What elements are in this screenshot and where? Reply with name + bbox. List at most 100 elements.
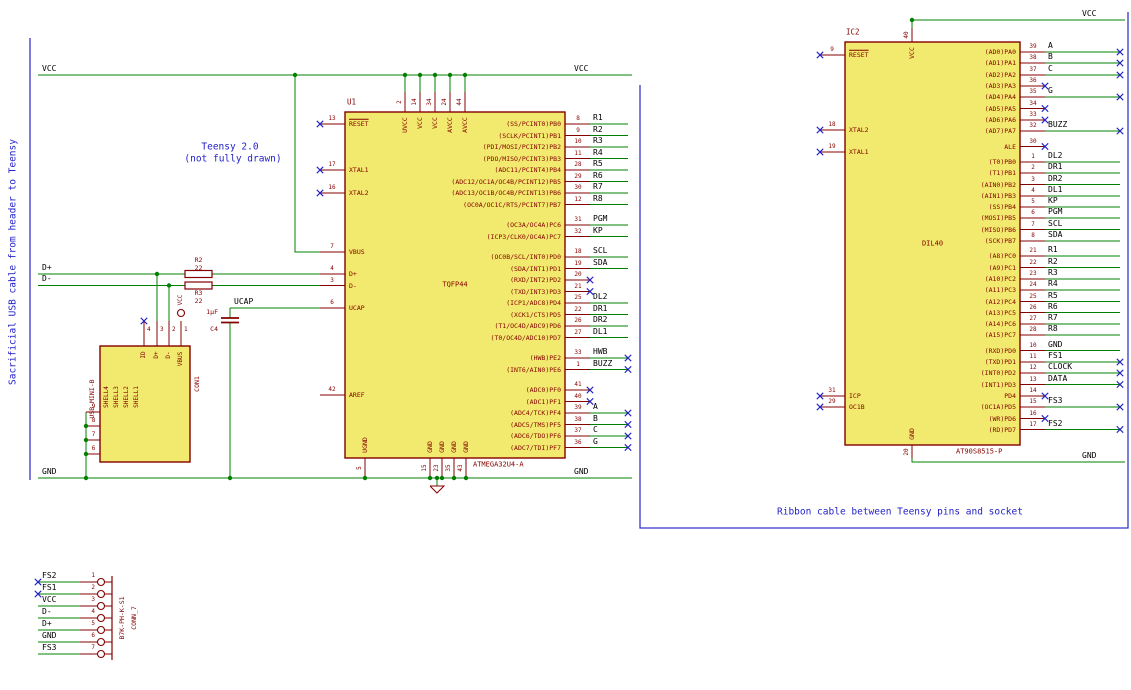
reference-CON1[interactable]: CON1	[192, 376, 201, 392]
pin-number: 8	[91, 417, 96, 424]
net-label-KP[interactable]: KP	[593, 225, 603, 235]
net-label-DL1[interactable]: DL1	[1048, 185, 1063, 194]
net-label-D-[interactable]: D-	[42, 274, 52, 283]
net-label-R7[interactable]: R7	[1048, 313, 1058, 322]
net-label-DL2[interactable]: DL2	[593, 292, 608, 301]
net-label-VCC[interactable]: VCC	[42, 63, 57, 73]
value-U1[interactable]: ATMEGA32U4-A	[473, 460, 524, 469]
net-label-FS1[interactable]: FS1	[1048, 351, 1063, 360]
net-label-G[interactable]: G	[593, 436, 598, 446]
reference-CONN_7[interactable]: CONN_7	[129, 606, 138, 630]
note-teensy-line1[interactable]: Teensy 2.0	[201, 141, 259, 153]
pin-name: (PDO/MISO/PCINT3)PB3	[482, 154, 561, 163]
value-CONN_7[interactable]: B7K-PH-K-S1	[117, 596, 126, 640]
net-label-GND[interactable]: GND	[42, 631, 57, 640]
net-label-A[interactable]: A	[1048, 41, 1053, 50]
value-R2[interactable]: 22	[194, 263, 203, 272]
pin-name: (AD1)PA1	[984, 58, 1016, 67]
pin-name: (HWB)PE2	[529, 353, 561, 362]
net-label-A[interactable]: A	[593, 402, 598, 411]
net-label-G[interactable]: G	[1048, 86, 1053, 95]
net-label-C[interactable]: C	[593, 425, 598, 434]
net-label-B[interactable]: B	[593, 413, 598, 423]
net-label-BUZZ[interactable]: BUZZ	[1048, 120, 1068, 129]
net-label-DR1[interactable]: DR1	[1048, 162, 1063, 171]
net-label-DR1[interactable]: DR1	[593, 303, 608, 313]
net-label-HWB[interactable]: HWB	[593, 347, 608, 356]
value-C4[interactable]: 1µF	[206, 307, 218, 316]
value-R3[interactable]: 22	[194, 296, 203, 305]
net-label-D+[interactable]: D+	[42, 262, 52, 272]
net-label-R1[interactable]: R1	[593, 113, 603, 122]
net-label-FS3[interactable]: FS3	[42, 643, 57, 652]
footprint-label-U1[interactable]: TQFP44	[442, 280, 468, 289]
net-label-VCC[interactable]: VCC	[42, 595, 57, 604]
net-label-R2[interactable]: R2	[1048, 256, 1058, 266]
value-CON1[interactable]: USB-MINI-B	[87, 379, 96, 419]
net-label-KP[interactable]: KP	[1048, 196, 1058, 205]
net-label-R5[interactable]: R5	[593, 159, 603, 168]
reference-IC2[interactable]: IC2	[846, 27, 860, 37]
net-label-GND[interactable]: GND	[1048, 339, 1063, 349]
net-label-R4[interactable]: R4	[1048, 279, 1058, 288]
footprint-label-IC2[interactable]: DIL40	[921, 239, 944, 247]
net-label-FS1[interactable]: FS1	[42, 583, 57, 592]
power-label-VCC[interactable]: VCC	[177, 294, 184, 306]
net-label-PGM[interactable]: PGM	[1048, 207, 1063, 216]
reference-R2[interactable]: R2	[194, 255, 203, 264]
net-label-DR2[interactable]: DR2	[593, 315, 608, 324]
net-label-DATA[interactable]: DATA	[1048, 373, 1068, 383]
net-label-B[interactable]: B	[1048, 52, 1053, 61]
net-label-DL2[interactable]: DL2	[1048, 151, 1063, 160]
net-label-VCC[interactable]: VCC	[574, 63, 589, 73]
note-ribbon-cable[interactable]: Ribbon cable between Teensy pins and soc…	[777, 506, 1023, 518]
pin-number: 6	[1031, 209, 1035, 216]
net-label-R7[interactable]: R7	[593, 182, 603, 191]
net-label-R3[interactable]: R3	[593, 136, 603, 145]
net-label-R1[interactable]: R1	[1048, 245, 1058, 254]
net-label-R6[interactable]: R6	[1048, 301, 1058, 311]
graphic-frame-line[interactable]	[639, 12, 1129, 529]
component-body-ic2[interactable]	[844, 41, 1021, 446]
net-label-D-[interactable]: D-	[42, 607, 52, 616]
net-label-R3[interactable]: R3	[1048, 268, 1058, 277]
component-body-u1[interactable]	[344, 111, 566, 459]
net-label-FS2[interactable]: FS2	[1048, 418, 1063, 428]
net-label-R5[interactable]: R5	[1048, 290, 1058, 300]
note-usb-cable[interactable]: Sacrificial USB cable from header to Tee…	[7, 139, 19, 385]
value-IC2[interactable]: AT90S8515-P	[956, 447, 1003, 456]
reference-U1[interactable]: U1	[347, 97, 357, 107]
net-label-SDA[interactable]: SDA	[1048, 230, 1063, 239]
net-label-R8[interactable]: R8	[1048, 324, 1058, 333]
net-label-GND[interactable]: GND	[574, 466, 589, 476]
net-label-GND[interactable]: GND	[1082, 450, 1097, 460]
wire[interactable]	[294, 75, 320, 253]
net-label-D+[interactable]: D+	[42, 619, 52, 628]
net-label-R4[interactable]: R4	[593, 147, 603, 157]
reference-C4[interactable]: C4	[210, 324, 218, 333]
note-teensy-line2[interactable]: (not fully drawn)	[184, 153, 282, 165]
resistor-R3[interactable]	[184, 281, 213, 290]
component-body-con1[interactable]	[99, 345, 191, 463]
reference-R3[interactable]: R3	[194, 288, 203, 297]
net-label-SDA[interactable]: SDA	[593, 257, 608, 267]
resistor-R2[interactable]	[184, 269, 213, 279]
net-label-PGM[interactable]: PGM	[593, 214, 608, 223]
net-label-DR2[interactable]: DR2	[1048, 173, 1063, 183]
net-label-DL1[interactable]: DL1	[593, 326, 608, 336]
net-label-BUZZ[interactable]: BUZZ	[593, 358, 613, 368]
net-label-VCC[interactable]: VCC	[1082, 8, 1097, 18]
net-label-R6[interactable]: R6	[593, 170, 603, 180]
net-label-FS3[interactable]: FS3	[1048, 396, 1063, 405]
net-label-CLOCK[interactable]: CLOCK	[1048, 362, 1073, 371]
net-label-UCAP[interactable]: UCAP	[234, 296, 254, 306]
net-label-SCL[interactable]: SCL	[1048, 218, 1063, 228]
wire[interactable]	[911, 458, 1125, 463]
net-label-C[interactable]: C	[1048, 64, 1053, 73]
net-label-GND[interactable]: GND	[42, 466, 57, 476]
net-label-FS2[interactable]: FS2	[42, 571, 57, 580]
net-label-R2[interactable]: R2	[593, 124, 603, 134]
net-label-R8[interactable]: R8	[593, 193, 603, 203]
net-label-SCL[interactable]: SCL	[593, 246, 608, 255]
